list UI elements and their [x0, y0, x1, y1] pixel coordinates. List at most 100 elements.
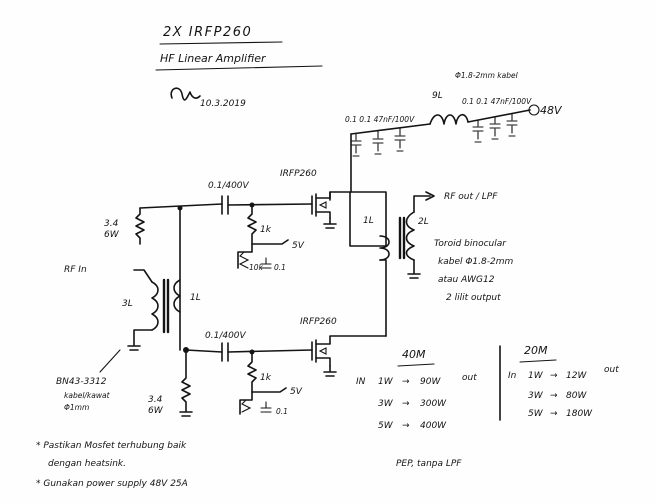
- lower-pot: [241, 399, 252, 413]
- rf-out-lead: [413, 195, 431, 213]
- upper-gate-resistor: [247, 204, 257, 245]
- lower-bias-line: [251, 387, 287, 393]
- lower-source-ground: [323, 365, 337, 377]
- lower-bypass-cap: [260, 401, 272, 413]
- output-note-4: 2 lilit output: [446, 293, 501, 303]
- supply-choke: [429, 113, 469, 125]
- band-20m-header: 20M: [524, 344, 548, 357]
- band-20m-underline: [519, 359, 557, 363]
- performance-20m: 20M In 1W → 12W out 3W → 80W 5W → 180W: [508, 344, 619, 419]
- band-20m-in-label: In: [508, 371, 517, 381]
- band-40m-row3-out: 400W: [420, 421, 447, 431]
- upper-bias-line: [251, 239, 289, 245]
- band-40m-row3-in: 5W: [378, 421, 394, 431]
- core-note-2: kabel/kawat: [64, 391, 111, 400]
- lower-bias-voltage: 5V: [290, 387, 303, 397]
- title-underline: [159, 41, 283, 45]
- upper-bypass-cap: [260, 257, 272, 269]
- output-core-lines: [398, 216, 406, 260]
- core-note-1: BN43-3312: [56, 377, 107, 387]
- output-to-lower-drain: [379, 259, 387, 337]
- lower-mosfet-label: IRFP260: [300, 317, 337, 327]
- svg-text:→: →: [550, 409, 558, 419]
- output-note-3: atau AWG12: [438, 275, 495, 285]
- band-40m-underline: [397, 363, 435, 367]
- lower-input-line: [185, 349, 223, 353]
- svg-text:→: →: [402, 377, 410, 387]
- output-secondary-winding: [405, 211, 415, 261]
- band-20m-row2-in: 3W: [528, 391, 544, 401]
- band-20m-row2-out: 80W: [566, 391, 587, 401]
- performance-40m: 40M IN 1W → 90W out 3W → 300W 5W → 400W: [356, 348, 477, 431]
- rail-node-top: [177, 205, 183, 211]
- band-40m-out-label: out: [462, 373, 477, 383]
- svg-text:→: →: [550, 391, 558, 401]
- svg-text:→: →: [402, 421, 410, 431]
- upper-pot-line: [237, 243, 253, 269]
- band-20m-row3-out: 180W: [566, 409, 593, 419]
- band-20m-row3-in: 5W: [528, 409, 544, 419]
- signature: [170, 87, 201, 101]
- upper-bias-voltage: 5V: [292, 241, 305, 251]
- upper-source-ground: [323, 217, 337, 229]
- supply-caps-right-label: 0.1 0.1 47nF/100V: [462, 97, 532, 106]
- upper-pot-label: 10k: [249, 263, 264, 272]
- note-1-line-2: dengan heatsink.: [48, 459, 126, 469]
- upper-gate-resistor-label: 1k: [260, 225, 272, 235]
- rf-out-arrow: [425, 191, 435, 201]
- rf-out-label: RF out / LPF: [444, 192, 498, 202]
- upper-bypass-cap-label: 0.1: [274, 263, 286, 272]
- title: 2X IRFP260: [163, 25, 252, 40]
- upper-coupling-cap-label: 0.1/400V: [208, 181, 250, 191]
- lower-bypass-cap-label: 0.1: [276, 407, 288, 416]
- svg-text:→: →: [402, 399, 410, 409]
- note-2: * Gunakan power supply 48V 25A: [36, 479, 188, 489]
- subtitle-underline: [155, 65, 323, 71]
- upper-mosfet-label: IRFP260: [280, 169, 317, 179]
- lower-coupling-cap-label: 0.1/400V: [205, 331, 247, 341]
- band-40m-header: 40M: [402, 348, 426, 361]
- band-40m-row1-out: 90W: [420, 377, 441, 387]
- output-secondary-label: 2L: [418, 217, 429, 227]
- output-note-2: kabel Φ1.8-2mm: [438, 257, 513, 267]
- band-40m-row2-in: 3W: [378, 399, 394, 409]
- svg-text:→: →: [550, 371, 558, 381]
- core-note-leader: [99, 349, 121, 373]
- supply-rail-right: [467, 109, 531, 123]
- band-40m-row2-out: 300W: [420, 399, 447, 409]
- output-primary-winding: [379, 235, 390, 261]
- lower-gate-resistor: [247, 351, 257, 393]
- supply-choke-wire: Φ1.8-2mm kabel: [455, 71, 519, 80]
- supply-choke-label: 9L: [432, 91, 443, 101]
- performance-footer: PEP, tanpa LPF: [396, 459, 462, 469]
- note-1-line-1: * Pastikan Mosfet terhubung baik: [36, 441, 187, 451]
- supply-rail-left: [350, 123, 431, 135]
- band-20m-row1-in: 1W: [528, 371, 544, 381]
- input-primary-winding: [151, 281, 159, 331]
- output-to-upper-drain: [329, 191, 351, 201]
- band-20m-out-label: out: [604, 365, 619, 375]
- input-core-lines: [162, 278, 170, 334]
- upper-coupling-cap: [221, 195, 229, 215]
- lower-gate-resistor-label: 1k: [260, 373, 272, 383]
- decoupling-caps-right: [472, 113, 518, 143]
- decoupling-caps-left: [350, 127, 406, 157]
- rf-in-label: RF In: [64, 265, 87, 275]
- bias-resistor-top: [135, 207, 145, 245]
- output-note-1: Toroid binocular: [434, 239, 507, 249]
- upper-gate-line: [227, 203, 313, 206]
- supply-voltage: 48V: [540, 104, 563, 117]
- lower-mosfet: [311, 335, 387, 367]
- rf-in-lead: [133, 269, 153, 283]
- input-secondary-winding: [173, 279, 181, 313]
- band-40m-in-label: IN: [356, 377, 366, 387]
- output-ground: [407, 259, 421, 279]
- supply-caps-left-label: 0.1 0.1 47nF/100V: [345, 115, 415, 124]
- core-note-3: Φ1mm: [64, 403, 89, 412]
- input-secondary-label: 1L: [190, 293, 201, 303]
- upper-mosfet: [311, 191, 331, 219]
